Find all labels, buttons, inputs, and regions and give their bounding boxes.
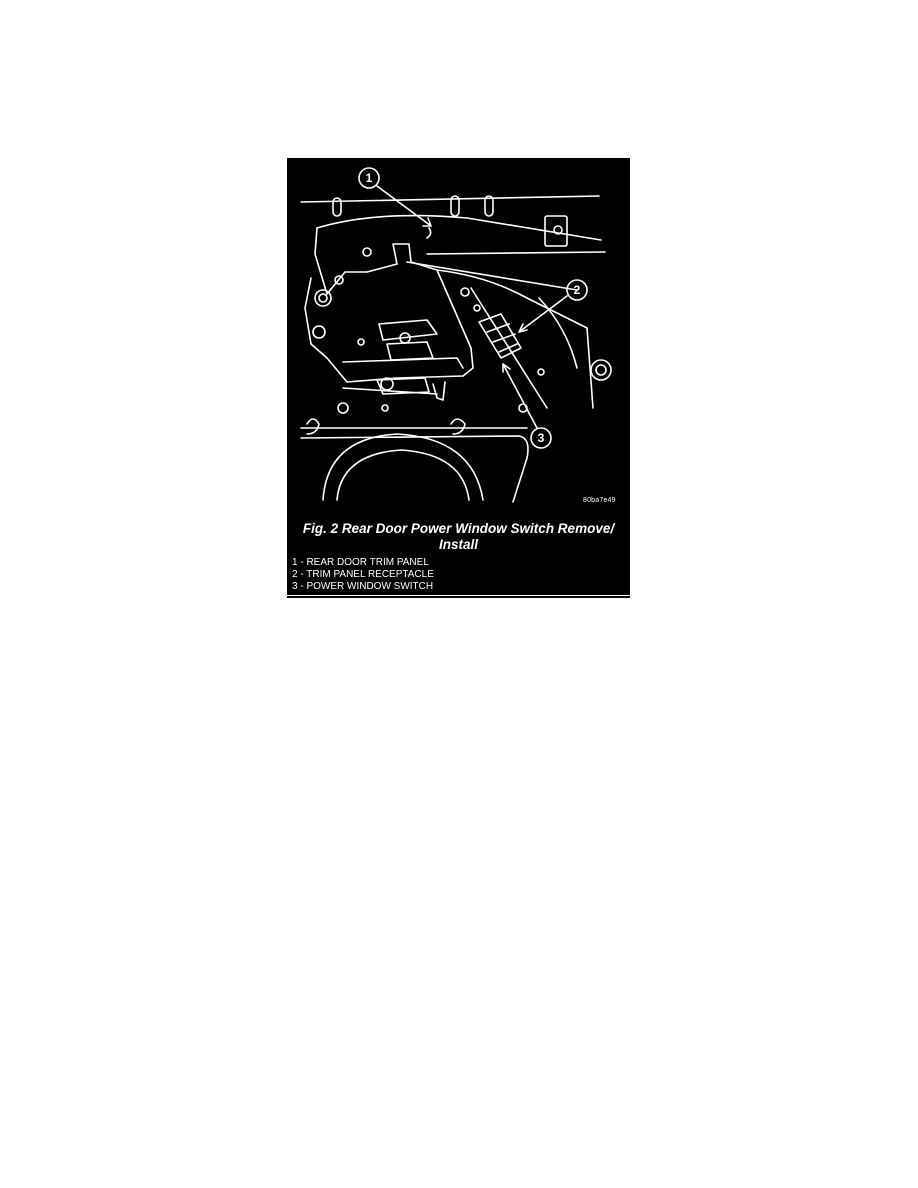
latch-clip <box>432 381 446 401</box>
caption-line-1: Fig. 2 Rear Door Power Window Switch Rem… <box>302 521 615 536</box>
legend-item: 3 - POWER WINDOW SWITCH <box>292 581 434 592</box>
slot <box>450 195 460 217</box>
figure-legend: 1 - REAR DOOR TRIM PANEL 2 - TRIM PANEL … <box>292 557 434 593</box>
switch-detail <box>486 323 518 353</box>
inner-panel-line <box>342 387 438 395</box>
speaker-opening-arc <box>322 433 484 501</box>
door-illustration: 1 2 3 <box>300 167 612 503</box>
callout-2-leader <box>518 295 568 333</box>
legend-item: 2 - TRIM PANEL RECEPTACLE <box>292 569 434 580</box>
caption-line-2: Install <box>438 537 478 552</box>
figure-bottom-rule <box>287 595 630 596</box>
callout-3-arrowhead <box>502 363 511 373</box>
trim-edge-inner <box>538 297 578 369</box>
fastener-large-center <box>595 364 607 376</box>
callout-3-number: 3 <box>538 431 545 445</box>
latch-linkage <box>386 341 434 361</box>
inner-panel-line <box>342 357 464 369</box>
slot <box>484 195 494 217</box>
callout-3-circle <box>530 427 552 449</box>
legend-item: 1 - REAR DOOR TRIM PANEL <box>292 557 429 568</box>
window-frame-line <box>300 195 600 203</box>
fastener <box>381 404 389 412</box>
fastener <box>537 368 545 376</box>
speaker-opening-arc-inner <box>336 449 470 501</box>
window-sill-line <box>316 214 602 241</box>
belt-line-lower <box>406 261 578 291</box>
fastener <box>314 289 332 307</box>
clip-hole <box>553 225 563 235</box>
figure-code: 80ba7e49 <box>583 497 616 504</box>
fastener <box>334 275 344 285</box>
lower-frame-line <box>300 435 529 503</box>
fastener <box>357 338 365 346</box>
fastener <box>337 402 349 414</box>
fastener <box>312 325 326 339</box>
latch-linkage <box>378 319 438 341</box>
callout-3-leader <box>502 363 538 429</box>
fastener <box>473 304 481 312</box>
wire-clip <box>306 418 320 435</box>
fastener <box>362 247 372 257</box>
callout-2-arrowhead <box>518 323 528 333</box>
power-window-switch <box>478 313 522 359</box>
latch-pivot <box>380 377 394 391</box>
callout-2-number: 2 <box>574 283 581 297</box>
fastener-large <box>590 359 612 381</box>
latch-rod <box>376 377 430 395</box>
fastener-center <box>318 293 328 303</box>
figure-caption: Fig. 2 Rear Door Power Window Switch Rem… <box>287 521 630 553</box>
latch-pivot <box>399 332 411 344</box>
clip-square <box>544 215 568 247</box>
slot <box>332 197 342 217</box>
trim-edge <box>436 269 594 409</box>
wire-clip <box>450 418 466 435</box>
fastener <box>460 287 470 297</box>
callout-1-leader <box>376 185 432 227</box>
trim-panel-edge-mark <box>426 227 432 239</box>
figure-panel: 1 2 3 80ba7e49 Fig. 2 Rear Door Power Wi… <box>287 158 630 598</box>
belt-line <box>426 251 606 255</box>
callout-1-arrowhead <box>422 217 432 227</box>
callout-1-number: 1 <box>366 171 373 185</box>
callout-1-circle <box>358 167 380 189</box>
callout-2-circle <box>566 279 588 301</box>
